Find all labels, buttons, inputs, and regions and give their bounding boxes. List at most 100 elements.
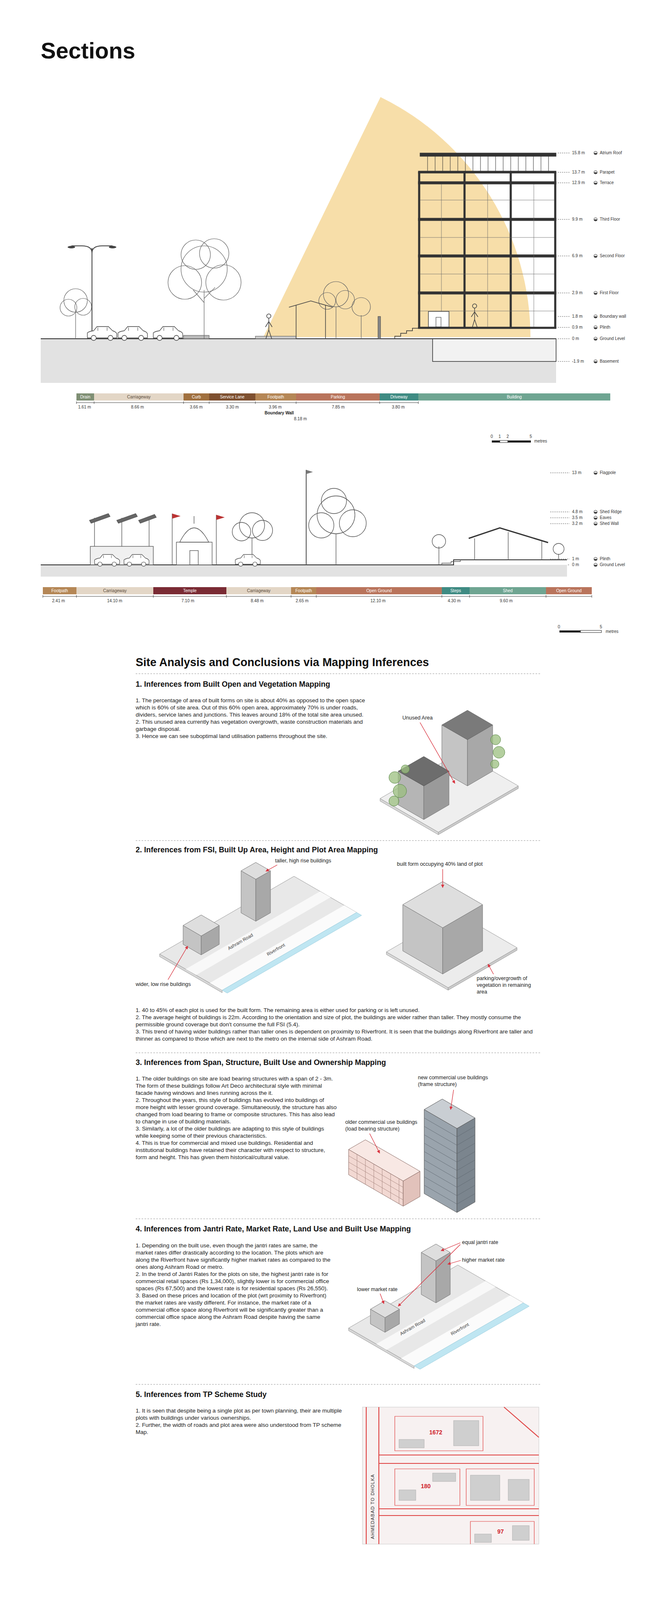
- callout-label: taller, high rise buildings: [275, 856, 331, 864]
- section-band: Carriageway: [76, 586, 154, 594]
- level-name: Plinth: [599, 324, 611, 330]
- paragraph: 2. In the trend of Jantri Rates for the …: [135, 1269, 334, 1292]
- section-heading: Site Analysis and Conclusions via Mappin…: [135, 655, 429, 669]
- level-value: 0 m: [572, 336, 580, 342]
- paragraph: 3. Hence we can see suboptimal land util…: [135, 732, 376, 740]
- band-label: Carriageway: [246, 588, 271, 594]
- band-label: Parking: [330, 394, 346, 400]
- dimension: 2.65 m: [295, 598, 309, 604]
- paragraph: 2. Throughout the years, this style of b…: [135, 1095, 338, 1125]
- dimension: 8.18 m: [294, 416, 308, 422]
- level-name: Basement: [599, 358, 619, 364]
- level-name: Terrace: [599, 180, 614, 186]
- level-value: 0.9 m: [572, 324, 583, 330]
- section-band: Footpath: [291, 586, 317, 594]
- map-road-label: AHMEDABAD TO DHOLKA: [370, 1472, 376, 1539]
- level-value: 1 m: [572, 556, 580, 562]
- paragraph: 3. This trend of having wider buildings …: [135, 1027, 539, 1042]
- paragraph: 1. It is seen that despite being a singl…: [135, 1406, 355, 1421]
- inference-heading: 1. Inferences from Built Open and Vegeta…: [135, 679, 331, 689]
- paragraph: 3. Based on these prices and location of…: [135, 1291, 334, 1327]
- paragraph: 1. 40 to 45% of each plot is used for th…: [135, 1005, 539, 1014]
- map-label: 180: [420, 1481, 432, 1489]
- level-name: Third Floor: [599, 216, 620, 222]
- scale-number: 2: [506, 433, 510, 439]
- level-name: Parapet: [599, 169, 615, 175]
- callout-label: Unused Area: [402, 714, 433, 721]
- callout-label: older commercial use buildings (load bea…: [345, 1118, 430, 1132]
- paragraph: 3. Similarly, a lot of the older buildin…: [135, 1124, 338, 1139]
- band-label: Steps: [450, 588, 462, 594]
- callout-label: new commercial use buildings (frame stru…: [417, 1073, 494, 1087]
- band-label: Building: [506, 394, 523, 400]
- level-value: 12.9 m: [572, 180, 586, 186]
- band-label: Carriageway: [102, 588, 127, 594]
- dimension: 3.96 m: [268, 404, 282, 410]
- inference-heading: 3. Inferences from Span, Structure, Buil…: [135, 1057, 386, 1067]
- dimension: 4.30 m: [447, 598, 461, 604]
- band-label: Open Ground: [556, 588, 582, 594]
- level-value: 2.9 m: [572, 290, 583, 296]
- paragraph: 1. The older buildings on site are load …: [135, 1074, 338, 1096]
- dimension: 9.60 m: [499, 598, 513, 604]
- level-value: 13 m: [572, 469, 582, 476]
- dimension: 3.80 m: [391, 404, 405, 410]
- paragraph: 1. Depending on the built use, even thou…: [135, 1241, 334, 1270]
- scale-number: 0: [490, 433, 494, 439]
- level-value: 0 m: [572, 561, 580, 567]
- section-band: Open Ground: [546, 586, 592, 594]
- level-name: Plinth: [599, 556, 611, 562]
- scale-number: 0: [557, 624, 561, 630]
- section-band: Drain: [76, 393, 95, 401]
- callout-label: lower market rate: [357, 1285, 398, 1292]
- section-band: Footpath: [42, 586, 77, 594]
- section-band: Temple: [153, 586, 227, 594]
- section-band: Parking: [296, 393, 380, 401]
- band-label: Temple: [183, 588, 197, 594]
- callout-label: higher market rate: [462, 1255, 505, 1263]
- paragraph: 2. This unused area currently has vegeta…: [135, 717, 376, 733]
- scale-number: 5: [599, 624, 603, 630]
- band-label: Open Ground: [366, 588, 392, 594]
- map-label: 97: [496, 1527, 505, 1535]
- level-name: Shed Wall: [599, 520, 619, 526]
- section-band: Carriageway: [226, 586, 292, 594]
- level-value: 3.2 m: [572, 520, 583, 526]
- scale-number: 1: [498, 433, 502, 439]
- level-name: Atrium Roof: [599, 150, 623, 156]
- dimension: 3.30 m: [225, 404, 239, 410]
- dimension-note: Boundary Wall: [264, 410, 294, 416]
- section-band: Steps: [441, 586, 470, 594]
- band-label: Shed: [502, 588, 513, 594]
- section-band: Footpath: [255, 393, 297, 401]
- level-name: Eaves: [599, 514, 612, 520]
- paragraph: 2. The average height of buildings is 22…: [135, 1013, 539, 1028]
- band-label: Footpath: [267, 394, 284, 400]
- dimension: 12.10 m: [370, 598, 386, 604]
- callout-label: built form occupying 40% land of plot: [396, 860, 483, 867]
- dimension: 1.61 m: [78, 404, 92, 410]
- dimension: 2.41 m: [52, 598, 66, 604]
- level-value: -1.9 m: [572, 358, 584, 364]
- section-band: Curb: [183, 393, 210, 401]
- band-label: Service Lane: [220, 394, 245, 400]
- callout-label: equal jantri rate: [462, 1238, 499, 1245]
- callout-label: wider, low rise buildings: [135, 980, 191, 987]
- scale-unit: metres: [605, 628, 619, 634]
- band-label: Drain: [80, 394, 91, 400]
- level-value: 3.5 m: [572, 514, 583, 520]
- paragraph: 1. The percentage of area of built forms…: [135, 696, 376, 718]
- dimension: 8.66 m: [131, 404, 145, 410]
- level-name: Boundary wall: [599, 313, 627, 319]
- band-label: Footpath: [295, 588, 312, 594]
- band-label: Footpath: [51, 588, 68, 594]
- level-value: 1.8 m: [572, 313, 583, 319]
- callout-label: parking/overgrowth of vegetation in rema…: [476, 974, 540, 995]
- level-value: 15.8 m: [572, 150, 586, 156]
- section-band: Shed: [469, 586, 546, 594]
- inference-heading: 5. Inferences from TP Scheme Study: [135, 1389, 267, 1399]
- section-band: Driveway: [379, 393, 419, 401]
- section-band: Building: [418, 393, 611, 401]
- scale-number: 5: [529, 433, 533, 439]
